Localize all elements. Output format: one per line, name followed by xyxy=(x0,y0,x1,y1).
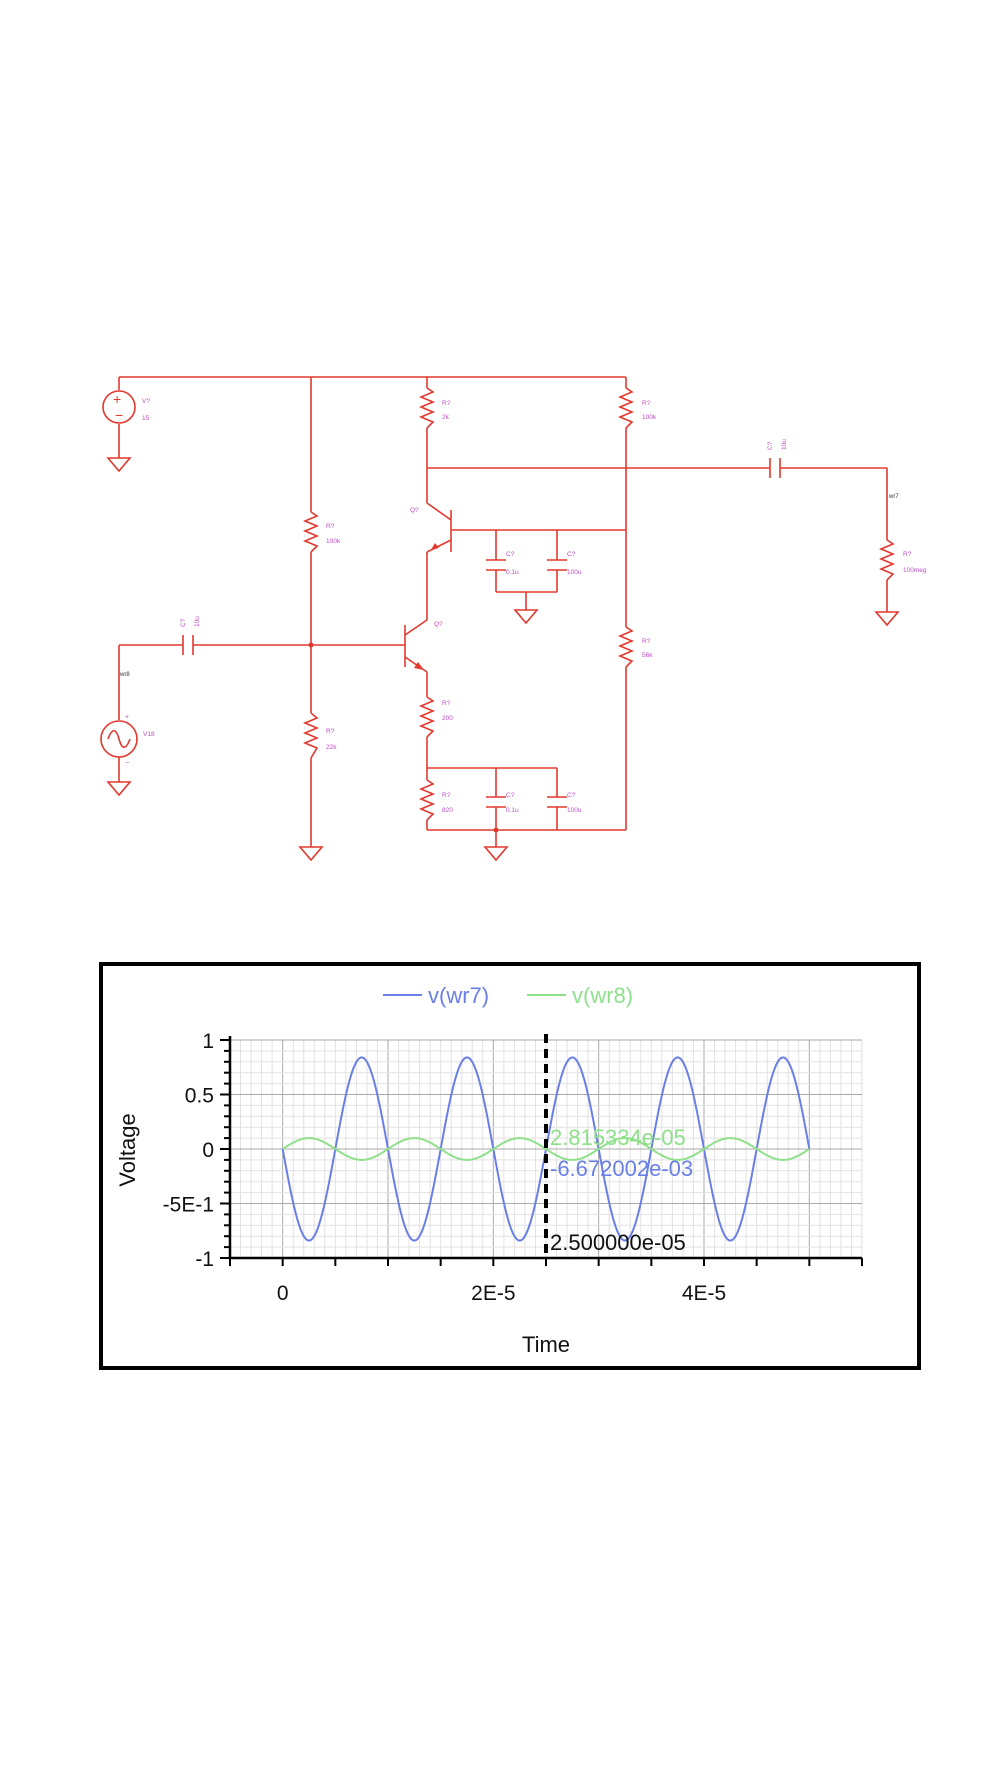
resistors xyxy=(302,387,896,821)
ground-icon xyxy=(299,846,323,861)
svg-text:10u: 10u xyxy=(194,616,201,627)
ground-icon xyxy=(875,611,899,626)
svg-text:R?: R? xyxy=(442,792,451,799)
svg-text:100u: 100u xyxy=(567,569,582,576)
emitter-arrow-lower xyxy=(414,662,424,670)
svg-text:+: + xyxy=(125,714,129,721)
svg-text:C?: C? xyxy=(567,551,576,558)
svg-text:10u: 10u xyxy=(781,439,788,450)
svg-text:V18: V18 xyxy=(143,731,155,738)
svg-text:100k: 100k xyxy=(642,414,657,421)
svg-text:R?: R? xyxy=(442,700,451,707)
svg-text:15: 15 xyxy=(142,415,150,422)
svg-text:C?: C? xyxy=(506,792,515,799)
svg-text:−: − xyxy=(115,407,123,423)
svg-text:22k: 22k xyxy=(326,744,337,751)
svg-text:Q?: Q? xyxy=(434,621,443,628)
svg-text:Q?: Q? xyxy=(410,507,419,514)
svg-text:−: − xyxy=(125,760,129,767)
svg-text:C?: C? xyxy=(767,441,774,450)
svg-text:R?: R? xyxy=(326,728,335,735)
svg-text:C?: C? xyxy=(567,792,576,799)
capacitors xyxy=(182,458,781,808)
dc-source-symbol xyxy=(102,390,136,424)
net-label-wr8: wr8 xyxy=(119,672,130,678)
ground-icon xyxy=(514,609,538,624)
net-label-wr7: wr7 xyxy=(888,494,899,500)
svg-text:R?: R? xyxy=(642,400,651,407)
svg-text:R?: R? xyxy=(326,523,335,530)
junction-dot xyxy=(493,827,499,833)
svg-text:200: 200 xyxy=(442,715,453,722)
sine-glyph xyxy=(107,729,131,749)
transistors xyxy=(404,502,452,685)
emitter-arrow-upper xyxy=(431,543,439,550)
svg-text:2k: 2k xyxy=(442,414,450,421)
svg-text:C?: C? xyxy=(506,551,515,558)
amplifier-schematic: + − + − V? 15 R? 2k R? 100k C? 10u R? 10… xyxy=(100,376,927,861)
ground-icon xyxy=(107,457,131,472)
ground-icon xyxy=(107,781,131,796)
junction-dot xyxy=(308,642,314,648)
svg-text:820: 820 xyxy=(442,807,453,814)
svg-text:0.1u: 0.1u xyxy=(506,807,519,814)
svg-text:C?: C? xyxy=(180,618,187,627)
svg-text:56k: 56k xyxy=(642,652,653,659)
ground-icon xyxy=(484,846,508,861)
svg-text:100u: 100u xyxy=(567,807,582,814)
svg-text:R?: R? xyxy=(903,551,912,558)
svg-text:+: + xyxy=(113,391,121,407)
svg-text:R?: R? xyxy=(642,638,651,645)
ac-source-symbol xyxy=(100,720,138,758)
svg-text:0.1u: 0.1u xyxy=(506,569,519,576)
wiring xyxy=(118,376,888,847)
svg-text:100k: 100k xyxy=(326,538,341,545)
plot-frame xyxy=(99,962,921,1370)
svg-text:100meg: 100meg xyxy=(903,567,927,574)
svg-text:R?: R? xyxy=(442,400,451,407)
svg-text:V?: V? xyxy=(142,398,150,405)
component-labels: V? 15 R? 2k R? 100k C? 10u R? 100k Q? C?… xyxy=(119,398,927,814)
